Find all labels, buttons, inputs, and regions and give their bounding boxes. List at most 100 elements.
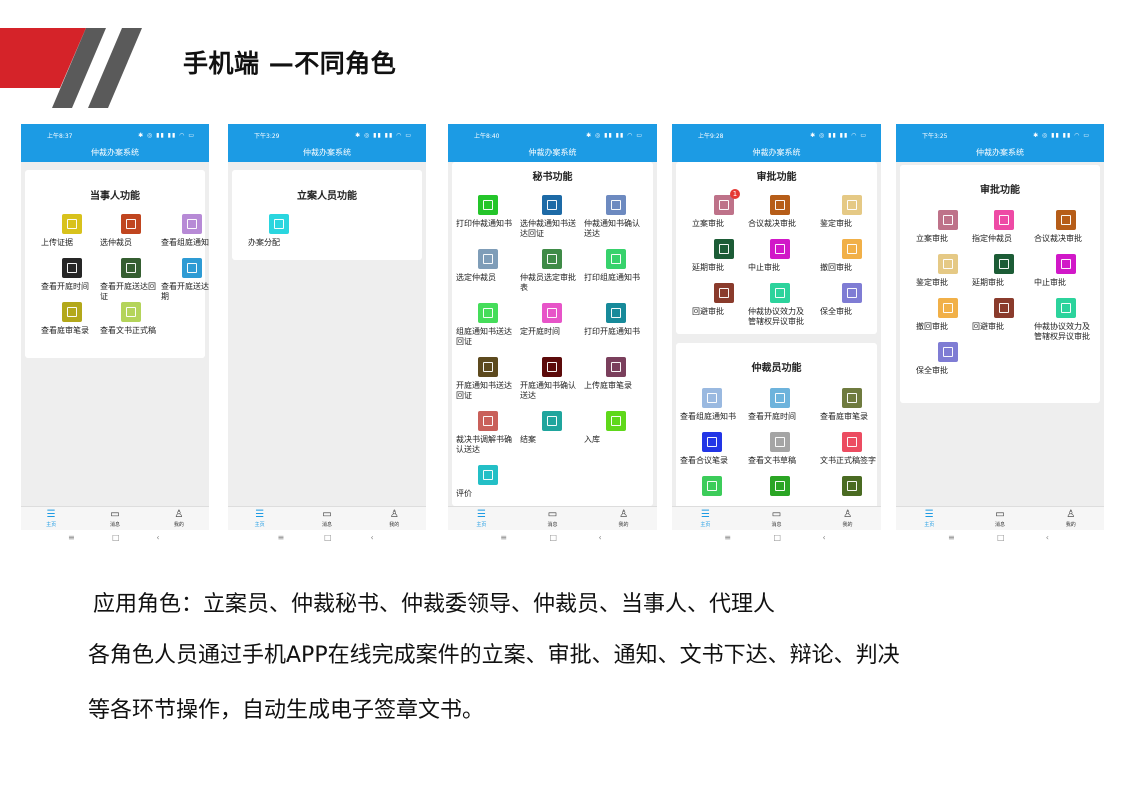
function-label: 立案审批	[692, 219, 724, 228]
clock-icon	[542, 303, 562, 323]
user-icon	[478, 249, 498, 269]
tab-label: 消息	[109, 522, 120, 528]
status-time: 上午9:28	[698, 132, 724, 140]
function-card: 秘书功能打印仲裁通知书选仲裁通知书送达回证仲裁通知书确认送达选定仲裁员仲裁员选定…	[452, 162, 653, 506]
back-nav-icon[interactable]: ‹	[370, 533, 374, 542]
document-icon	[121, 302, 141, 322]
message-icon: ▭	[771, 509, 782, 520]
menu-nav-icon[interactable]: ≡	[277, 533, 285, 542]
home-list-icon: ☰	[924, 509, 934, 520]
icon-glyph	[483, 254, 493, 264]
card-title: 当事人功能	[90, 191, 140, 202]
menu-nav-icon[interactable]: ≡	[948, 533, 955, 542]
card-title: 仲裁员功能	[751, 363, 802, 374]
tab-home[interactable]: ☰主页	[248, 509, 272, 528]
icon-glyph	[847, 393, 857, 403]
tab-label: 主页	[700, 522, 711, 528]
icon-glyph	[483, 416, 493, 426]
function-label: 延期审批	[972, 278, 1004, 287]
home-list-icon: ☰	[476, 509, 486, 520]
back-nav-icon[interactable]: ‹	[822, 533, 826, 542]
icon-glyph	[611, 362, 621, 372]
icon-glyph	[775, 481, 785, 491]
user-icon	[994, 210, 1014, 230]
icon-glyph	[719, 244, 729, 254]
tab-home[interactable]: ☰主页	[693, 509, 717, 528]
icon-glyph	[847, 244, 857, 254]
tab-messages[interactable]: ▭消息	[988, 509, 1012, 528]
function-label: 撤回审批	[820, 263, 852, 272]
function-label: 打印开庭通知书	[584, 327, 640, 336]
tab-profile[interactable]: ♙我的	[612, 509, 636, 528]
tab-home[interactable]: ☰主页	[917, 509, 941, 528]
icon-glyph	[611, 308, 621, 318]
phone-screen-3: 上午8:40✱ ◎ ▮▮ ▮▮ ◠ ▭仲裁办案系统秘书功能打印仲裁通知书选仲裁通…	[448, 124, 657, 548]
tab-messages[interactable]: ▭消息	[541, 509, 565, 528]
tab-label: 消息	[771, 522, 782, 528]
app-title-bar: 仲裁办案系统	[448, 146, 657, 162]
function-label: 鉴定审批	[916, 278, 948, 287]
tab-profile[interactable]: ♙我的	[1059, 509, 1083, 528]
card-title: 立案人员功能	[297, 191, 357, 202]
tab-messages[interactable]: ▭消息	[103, 509, 127, 528]
function-label: 合议裁决审批	[1034, 234, 1082, 243]
edit-icon	[62, 302, 82, 322]
tab-messages[interactable]: ▭ 消息	[765, 509, 789, 528]
icon-glyph	[126, 263, 136, 273]
home-nav-icon[interactable]: □	[773, 533, 782, 542]
icon-glyph	[943, 303, 953, 313]
icon-glyph	[775, 288, 785, 298]
icon-glyph	[1061, 259, 1071, 269]
home-list-icon: ☰	[46, 509, 56, 520]
function-label: 选仲裁员	[100, 238, 132, 247]
tab-profile[interactable]: ♙我的	[836, 509, 860, 528]
tab-messages[interactable]: ▭消息	[315, 509, 339, 528]
back-nav-icon[interactable]: ‹	[598, 533, 602, 542]
function-label: 合议裁决审批	[748, 219, 796, 228]
icon-glyph	[611, 200, 621, 210]
document-icon	[478, 411, 498, 431]
function-label: 中止审批	[1034, 278, 1066, 287]
bank-icon	[478, 465, 498, 485]
function-label: 选仲裁通知书送达回证	[520, 219, 576, 238]
app-title-bar: 仲裁办案系统	[228, 146, 426, 162]
document-icon	[182, 214, 202, 234]
icon-glyph	[943, 259, 953, 269]
function-label: 查看文书草稿	[748, 456, 796, 465]
archive-icon	[606, 411, 626, 431]
menu-nav-icon[interactable]: ≡	[500, 533, 507, 542]
function-label: 查看组庭通知书	[161, 238, 209, 247]
icon-glyph	[775, 393, 785, 403]
icon-glyph	[547, 416, 557, 426]
function-label: 保全审批	[916, 366, 948, 375]
home-nav-icon[interactable]: □	[324, 533, 332, 542]
home-nav-icon[interactable]: □	[997, 533, 1005, 542]
printer-icon	[478, 195, 498, 215]
home-nav-icon[interactable]: □	[112, 533, 120, 542]
tab-home[interactable]: ☰主页	[469, 509, 493, 528]
function-list: 当事人功能上传证据选仲裁员查看组庭通知书查看开庭时间查看开庭送达回证查看开庭送达…	[21, 162, 209, 506]
stamp-icon	[714, 195, 734, 215]
clock-icon	[62, 258, 82, 278]
card-title: 秘书功能	[532, 172, 573, 183]
back-nav-icon[interactable]: ‹	[1045, 533, 1049, 542]
icon-glyph	[999, 259, 1009, 269]
tab-home[interactable]: ☰主页	[39, 509, 63, 528]
app-title-bar: 仲裁办案系统	[21, 146, 209, 162]
search-icon	[842, 476, 862, 496]
function-card: 仲裁员功能查看组庭通知书查看开庭时间查看庭审笔录查看合议笔录查看文书草稿文书正式…	[676, 343, 877, 506]
menu-nav-icon[interactable]: ≡	[724, 533, 731, 542]
back-nav-icon[interactable]: ‹	[156, 533, 160, 542]
function-label: 定开庭时间	[520, 327, 560, 336]
tab-profile[interactable]: ♙我的	[167, 509, 191, 528]
tab-profile[interactable]: ♙我的	[382, 509, 406, 528]
menu-nav-icon[interactable]: ≡	[68, 533, 75, 542]
stamp-icon	[994, 298, 1014, 318]
function-label: 保全审批	[820, 307, 852, 316]
bottom-tab-bar: ☰主页 ▭消息 ♙我的	[448, 506, 657, 530]
home-nav-icon[interactable]: □	[549, 533, 558, 542]
notification-badge: 1	[730, 189, 740, 199]
phone-screen-5: 下午3:25✱ ◎ ▮▮ ▮▮ ◠ ▭仲裁办案系统审批功能立案审批指定仲裁员合议…	[896, 124, 1104, 548]
